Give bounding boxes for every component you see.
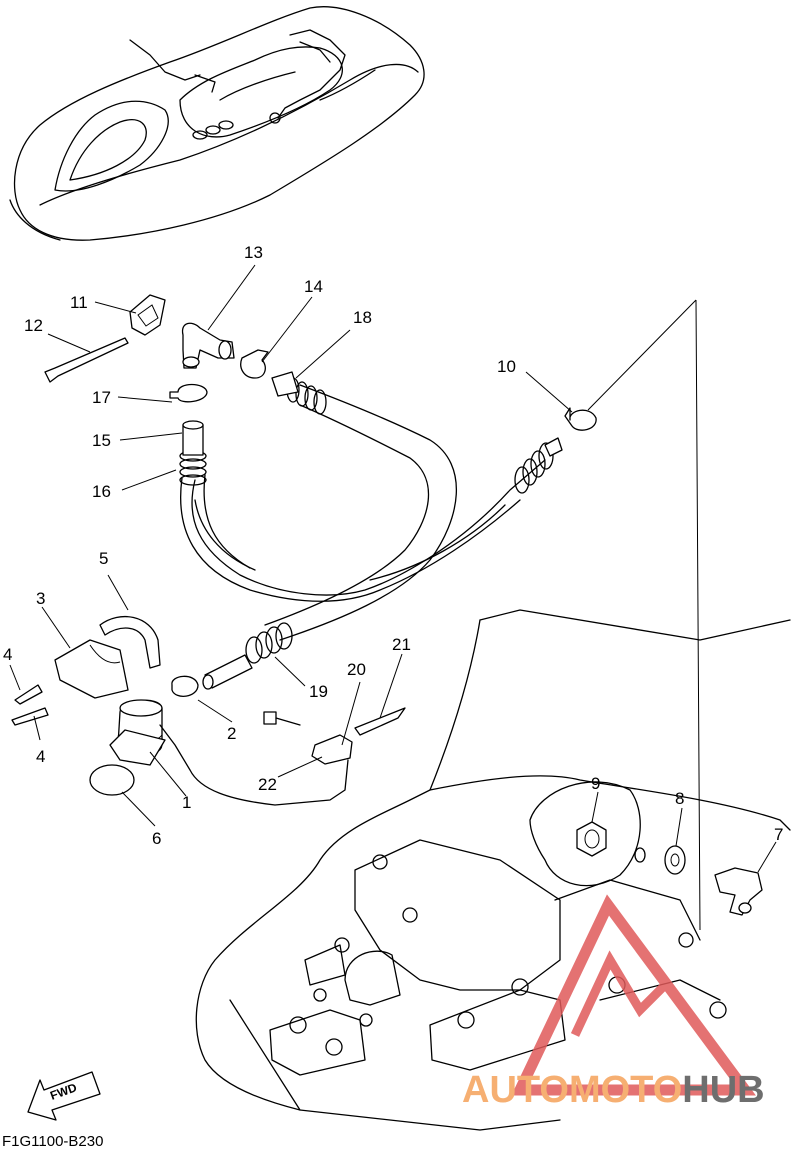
- clamp-17: [169, 383, 208, 403]
- watercraft-illustration: [9, 6, 425, 241]
- clamp-10: [564, 407, 597, 431]
- strap-5: [99, 615, 161, 669]
- pump-base: [109, 729, 166, 766]
- clip-11: [129, 294, 166, 336]
- connector-22: [263, 711, 277, 725]
- screw-4b: [11, 707, 49, 726]
- hose-end-18: [271, 371, 299, 397]
- callout-10: 10: [497, 357, 516, 376]
- cap-6: [89, 764, 135, 796]
- watermark-inner-mark: [570, 950, 669, 1037]
- washer-8: [664, 845, 686, 875]
- watermark-logo: AUTOMOTOHUB: [462, 894, 765, 1111]
- hull-section: [195, 609, 791, 1131]
- callout-20: 20: [347, 660, 366, 679]
- callout-15: 15: [92, 431, 111, 450]
- callout-17: 17: [92, 388, 111, 407]
- callout-14: 14: [304, 277, 323, 296]
- nut-9: [576, 821, 607, 857]
- reference-line: [587, 299, 701, 931]
- callout-9: 9: [591, 774, 600, 793]
- callout-11: 11: [70, 293, 88, 312]
- callout-16: 16: [92, 482, 111, 501]
- callout-21: 21: [392, 635, 411, 654]
- cable-tie-12: [44, 337, 129, 383]
- hose-bellows: [179, 377, 554, 664]
- callout-2: 2: [227, 724, 236, 743]
- callout-5: 5: [99, 549, 108, 568]
- callout-22: 22: [258, 775, 277, 794]
- callout-7: 7: [774, 825, 783, 844]
- callout-13: 13: [244, 243, 263, 262]
- bracket-3: [54, 639, 129, 699]
- watermark-text: AUTOMOTOHUB: [462, 1069, 765, 1111]
- clamp-2: [171, 675, 199, 697]
- watermark-triangle: [511, 894, 756, 1096]
- callout-6: 6: [152, 829, 161, 848]
- callout-8: 8: [675, 789, 684, 808]
- hose-end-10: [544, 437, 563, 457]
- clamp-20: [311, 734, 353, 765]
- callout-12: 12: [24, 316, 43, 335]
- leader-lines: [9, 264, 777, 873]
- clamp-14: [240, 349, 269, 379]
- callout-4-bottom: 4: [36, 747, 45, 766]
- callout-18: 18: [353, 308, 372, 327]
- bilge-hose: [180, 384, 546, 641]
- screw-21: [354, 707, 406, 736]
- callout-3: 3: [36, 589, 45, 608]
- fwd-arrow-icon: FWD: [27, 1071, 101, 1121]
- figure-code: F1G1100-B230: [2, 1133, 103, 1149]
- callout-19: 19: [309, 682, 328, 701]
- screw-4a: [14, 684, 43, 705]
- callout-1: 1: [182, 793, 191, 812]
- callout-4-top: 4: [3, 645, 12, 664]
- callout-labels: 1 2 3 4 4 5 6 7 8 9 10 11 12 13 14 15 16…: [3, 243, 783, 848]
